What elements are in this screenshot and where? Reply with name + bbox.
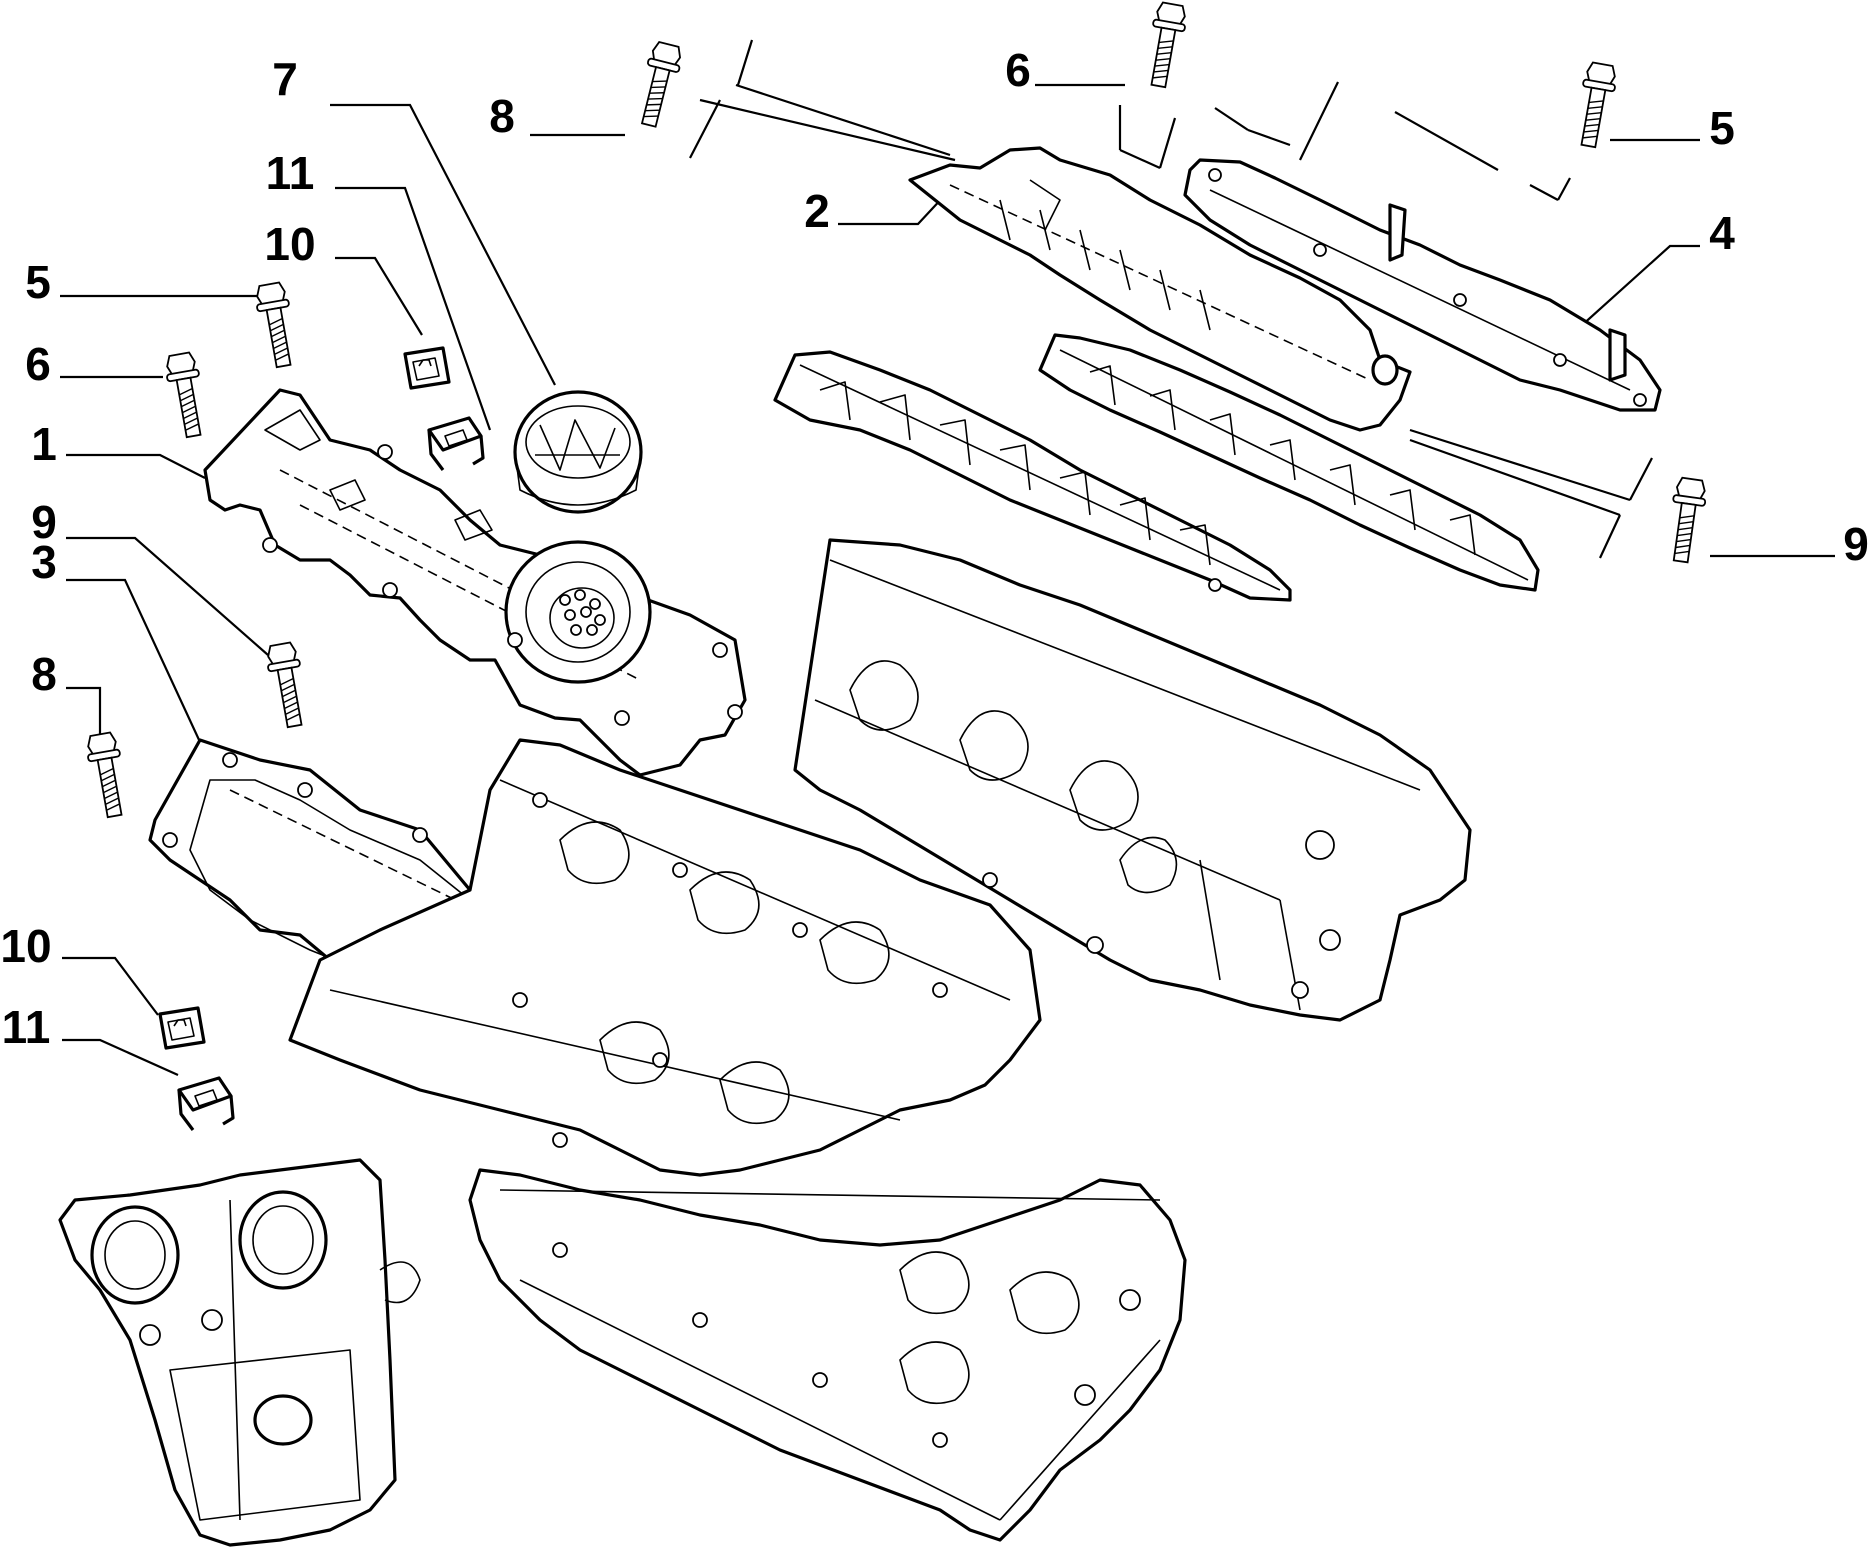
callout-10-top: 10	[264, 218, 315, 270]
bolt-6-top	[1141, 0, 1190, 90]
engine-block-fragment	[58, 1158, 421, 1547]
valve-cover-left	[203, 388, 747, 777]
oil-filler-cap	[513, 390, 643, 514]
bolt-8-left	[83, 730, 132, 820]
callout-6-top: 6	[1005, 44, 1031, 96]
callout-10-bottom: 10	[0, 920, 51, 972]
leader-lines	[60, 83, 1835, 1077]
callout-1: 1	[31, 418, 57, 470]
bolt-9-left	[263, 640, 312, 730]
callout-6-left: 6	[25, 338, 51, 390]
camshaft-carrier-right	[1038, 333, 1540, 592]
callout-9-right: 9	[1843, 518, 1869, 570]
breather-holes	[559, 589, 606, 636]
callout-3: 3	[31, 536, 57, 588]
bolt-6-left	[162, 350, 211, 440]
bracket-rail	[1183, 158, 1662, 412]
valve-cover-top-right	[908, 146, 1412, 432]
bolt-5-top	[1571, 60, 1620, 150]
clip-11-bottom	[177, 1076, 235, 1132]
callout-8-top: 8	[489, 90, 515, 142]
bolt-9-right	[1663, 476, 1709, 565]
camshaft-carrier-left	[773, 350, 1292, 602]
clip-10-top	[403, 346, 451, 390]
bolt-8-top	[632, 39, 686, 130]
callout-5-top: 5	[1709, 102, 1735, 154]
callout-8-left: 8	[31, 648, 57, 700]
callout-9-left: 9	[31, 496, 57, 548]
alignment-lines	[689, 39, 1653, 559]
callout-2: 2	[804, 185, 830, 237]
callout-11-bottom: 11	[2, 1001, 51, 1053]
cylinder-head-right	[793, 538, 1472, 1022]
callout-11-top: 11	[266, 147, 315, 199]
clip-11-top	[427, 416, 485, 472]
clip-10-bottom	[158, 1006, 206, 1050]
bolt-5-left	[252, 280, 301, 370]
cylinder-head-center	[288, 738, 1042, 1177]
cylinder-head-lower	[468, 1168, 1187, 1542]
callout-7: 7	[272, 53, 298, 105]
callout-5-left: 5	[25, 256, 51, 308]
callout-4: 4	[1709, 207, 1735, 259]
